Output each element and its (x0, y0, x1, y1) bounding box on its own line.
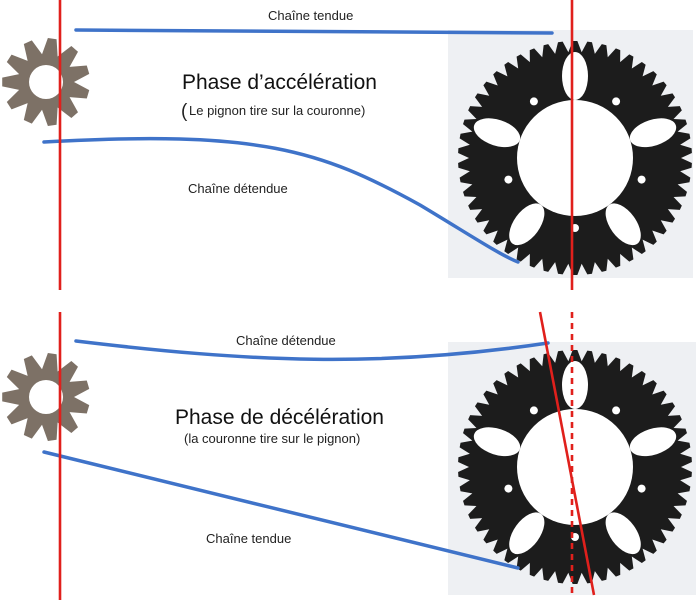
crown-lightening-hole (605, 512, 641, 555)
crown-lightening-hole (562, 361, 588, 409)
slack-chain-bottom (74, 339, 550, 362)
slack-chain-label-bottom: Chaîne détendue (236, 333, 336, 348)
tight-chain-top (74, 28, 554, 35)
pinion-top (2, 38, 90, 126)
crown-bolt-hole (612, 97, 621, 106)
phase-subtitle-bottom: (la couronne tire sur le pignon) (184, 431, 360, 446)
deceleration-panel: Chaîne détendue Phase de décélération (l… (2, 311, 696, 600)
crown-bolt-hole (504, 484, 513, 493)
crown-lightening-hole (605, 203, 641, 246)
crown-bolt-hole (637, 484, 646, 493)
tight-chain-bottom (42, 450, 520, 570)
crown-lightening-hole (562, 52, 588, 100)
crown-lightening-hole (473, 427, 521, 457)
slack-chain-label-top: Chaîne détendue (188, 181, 288, 196)
crown-lightening-hole (473, 118, 521, 148)
crown-lightening-hole (509, 512, 545, 555)
phase-title-bottom: Phase de décélération (175, 406, 384, 429)
crown-bolt-hole (529, 97, 538, 106)
tight-chain-label-bottom: Chaîne tendue (206, 531, 291, 546)
pinion-bottom (2, 353, 90, 441)
crown-bottom (458, 350, 692, 584)
crown-bolt-hole (637, 175, 646, 184)
crown-bolt-hole (504, 175, 513, 184)
phase-subtitle-top: Le pignon tire sur la couronne) (189, 103, 365, 118)
crown-tilted-line-bottom (538, 311, 596, 596)
phase-title-top: Phase d’accélération (182, 71, 377, 94)
crown-lightening-hole (629, 118, 677, 148)
crown-lightening-hole (509, 203, 545, 246)
acceleration-panel: Chaîne tendue Phase d’accélération ( Le … (2, 0, 693, 290)
crown-bolt-hole (529, 406, 538, 415)
crown-bolt-hole (612, 406, 621, 415)
phase-subtitle-paren-top: ( (181, 101, 188, 122)
tight-chain-label-top: Chaîne tendue (268, 8, 353, 23)
slack-chain-top (42, 136, 520, 264)
crown-lightening-hole (629, 427, 677, 457)
